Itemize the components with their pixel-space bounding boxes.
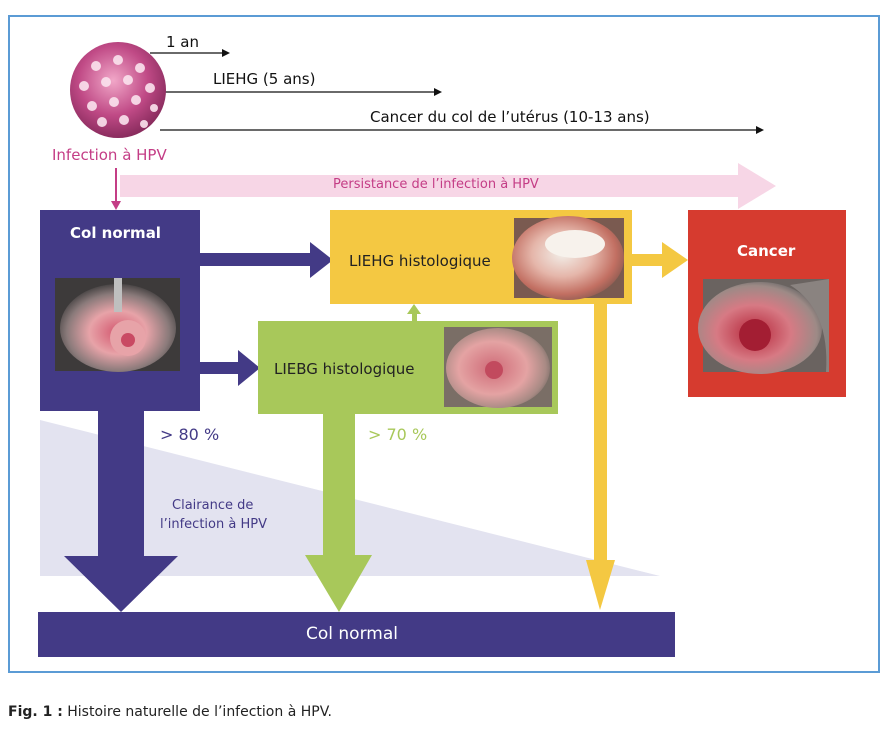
persistence-label: Persistance de l’infection à HPV	[333, 177, 539, 192]
timeline-arrow-1an	[150, 49, 230, 57]
timeline-label-liehg: LIEHG (5 ans)	[213, 70, 316, 88]
clearance-label-line1: Clairance de	[172, 498, 254, 513]
persistence-arrow	[120, 163, 776, 209]
normal-to-liehg-arrow	[200, 242, 333, 278]
liehg-photo	[512, 216, 624, 300]
caption-prefix: Fig. 1 :	[8, 704, 63, 720]
liehg-title: LIEHG histologique	[349, 252, 491, 270]
liebg-photo	[444, 327, 552, 408]
hpv-virus-icon	[70, 42, 166, 138]
col-normal-title: Col normal	[70, 224, 161, 242]
infection-arrow	[111, 168, 121, 210]
timeline-label-cancer: Cancer du col de l’utérus (10-13 ans)	[370, 108, 650, 126]
normal-clearance-percent: > 80 %	[160, 425, 220, 444]
col-normal-bottom-title: Col normal	[306, 624, 398, 644]
normal-to-liebg-arrow	[200, 350, 260, 386]
liebg-clearance-percent: > 70 %	[368, 425, 428, 444]
col-normal-photo	[55, 278, 180, 372]
cancer-title: Cancer	[737, 242, 796, 260]
clearance-label-line2: l’infection à HPV	[160, 517, 267, 532]
timeline-arrow-cancer	[160, 126, 764, 134]
cancer-photo	[698, 279, 829, 374]
caption-text: Histoire naturelle de l’infection à HPV.	[62, 704, 332, 720]
normal-clearance-arrow	[64, 410, 178, 612]
liebg-title: LIEBG histologique	[274, 360, 415, 378]
liebg-clearance-arrow	[305, 412, 372, 612]
timeline-arrow-liehg	[165, 88, 442, 96]
liehg-to-cancer-arrow	[632, 242, 688, 278]
liehg-regression-arrow	[586, 300, 615, 610]
virus-label: Infection à HPV	[52, 146, 167, 164]
col-normal-bottom-box	[38, 612, 675, 657]
liebg-to-liehg-arrow	[407, 304, 421, 322]
figure-caption: Fig. 1 : Histoire naturelle de l’infecti…	[8, 704, 332, 720]
timeline-label-1an: 1 an	[166, 33, 200, 51]
